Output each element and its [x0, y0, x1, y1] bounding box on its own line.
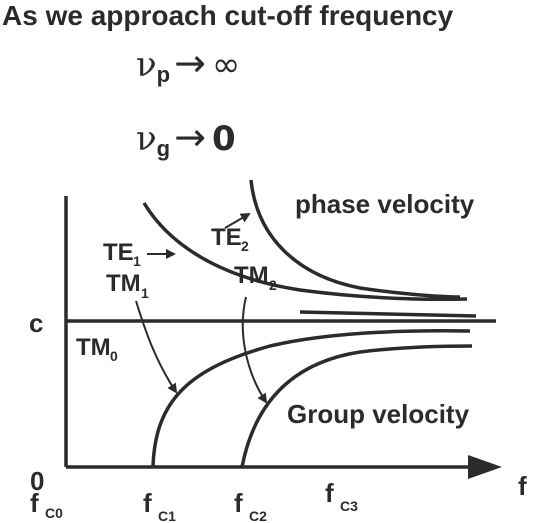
phase-velocity-curve-2	[249, 179, 461, 299]
svg-text:TM: TM	[106, 270, 141, 297]
te2-label: TE 2	[211, 224, 249, 254]
phase-velocity-label: phase velocity	[295, 189, 475, 219]
svg-text:2: 2	[269, 277, 277, 293]
svg-text:TE: TE	[211, 224, 242, 251]
svg-text:C0: C0	[45, 505, 63, 521]
tm0-label: TM 0	[76, 334, 118, 364]
x-tick-fc1: f C1	[143, 488, 176, 523]
svg-text:TM: TM	[76, 334, 111, 361]
c-axis-label: c	[29, 308, 43, 338]
tm1-pointer-arrow	[135, 300, 178, 394]
svg-text:2: 2	[241, 238, 249, 254]
svg-text:f: f	[143, 488, 152, 518]
svg-text:1: 1	[141, 285, 149, 301]
phase-velocity-limit-equation: νp→∞	[136, 41, 241, 86]
infinity-value: ∞	[211, 45, 241, 85]
zero-value: 0	[211, 119, 236, 159]
x-tick-fc0: f C0	[30, 488, 63, 521]
svg-text:f: f	[30, 488, 39, 518]
phase-velocity-curve-tm0-upper	[299, 310, 477, 318]
svg-text:1: 1	[133, 253, 141, 269]
x-axis-arrowhead	[468, 455, 502, 479]
group-velocity-label: Group velocity	[287, 399, 470, 429]
nu-symbol: ν	[136, 45, 157, 85]
tm1-label: TM 1	[106, 270, 149, 301]
zero-axis-label: 0	[30, 466, 44, 496]
nu-symbol: ν	[136, 119, 157, 159]
svg-text:TM: TM	[234, 262, 269, 289]
te2-pointer-arrow	[224, 212, 251, 229]
te1-label: TE 1	[103, 239, 141, 269]
svg-text:C2: C2	[249, 508, 267, 523]
nu-subscript-p: p	[156, 62, 171, 87]
right-arrow-icon: →	[174, 115, 206, 159]
diagram-title: As we approach cut-off frequency	[2, 0, 454, 31]
phase-velocity-curve-1	[142, 202, 468, 301]
svg-text:TE: TE	[103, 239, 134, 266]
right-arrow-icon: →	[174, 41, 206, 85]
f-axis-label: f	[518, 471, 527, 501]
svg-text:f: f	[234, 488, 243, 518]
svg-text:f: f	[325, 478, 334, 508]
x-tick-fc2: f C2	[234, 488, 267, 523]
svg-text:C1: C1	[158, 508, 176, 523]
group-velocity-curve-2	[240, 344, 473, 468]
svg-text:0: 0	[110, 348, 118, 364]
tm2-label: TM 2	[234, 262, 277, 293]
group-velocity-curve-1	[151, 329, 471, 468]
tm2-pointer-arrow	[241, 296, 268, 404]
nu-subscript-g: g	[156, 136, 171, 161]
x-tick-fc3: f C3	[325, 478, 358, 514]
svg-text:C3: C3	[340, 498, 358, 514]
group-velocity-limit-equation: νg→0	[136, 115, 236, 160]
